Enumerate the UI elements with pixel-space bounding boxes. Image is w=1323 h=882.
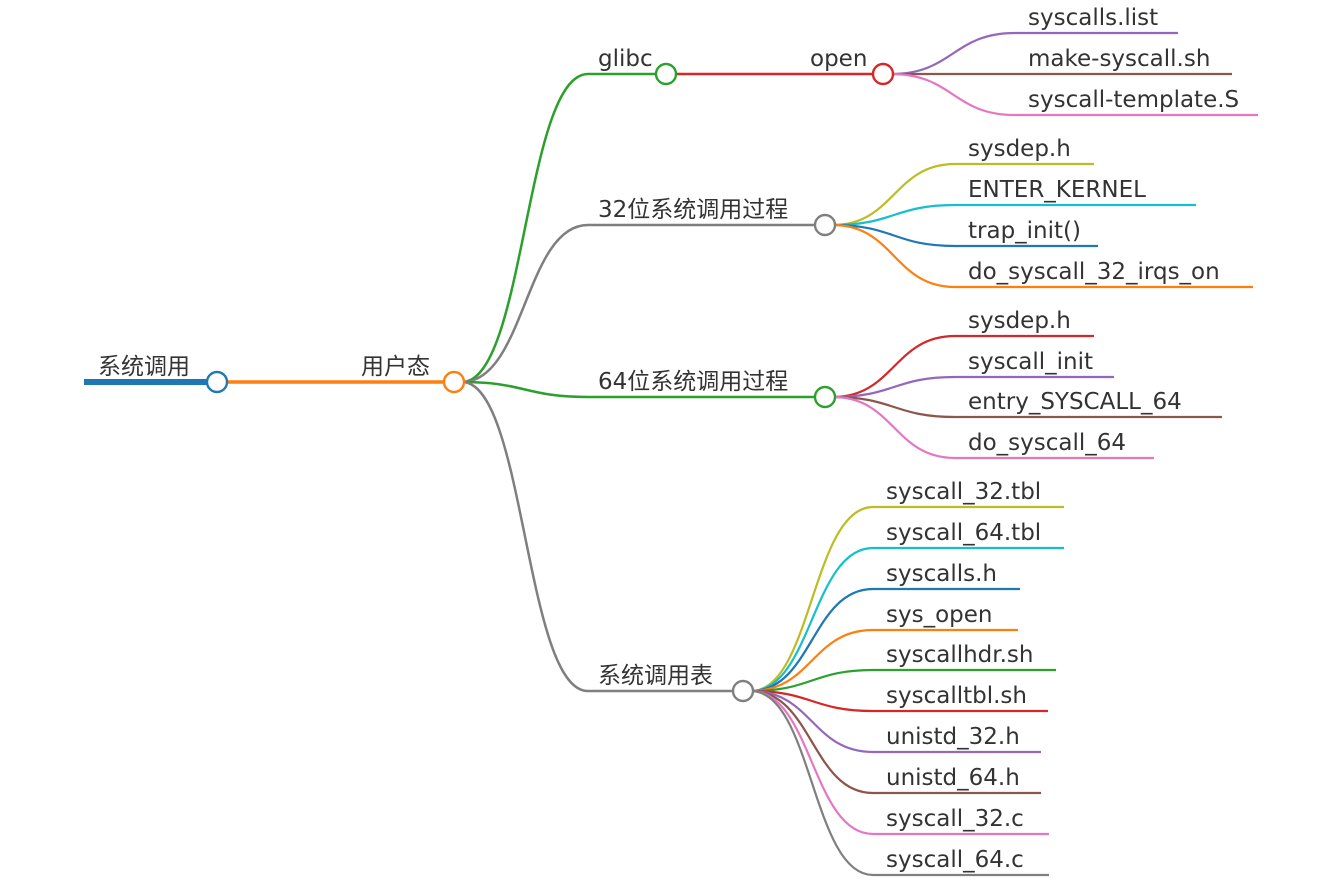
leaf-label-do-syscall-64: do_syscall_64 [968, 430, 1126, 456]
link-leaf-enter-kernel [832, 203, 956, 227]
leaf-label-make-syscall-sh: make-syscall.sh [1028, 46, 1210, 72]
link-leaf-entry-syscall-64 [832, 395, 956, 419]
link-leaf-unistd-32-h [750, 689, 874, 754]
leaf-label-syscall-init: syscall_init [968, 349, 1093, 375]
leaf-label-syscall-template-s: syscall-template.S [1028, 87, 1239, 113]
link-leaf-sysdep-h [832, 162, 956, 227]
node-label: 用户态 [361, 354, 430, 380]
node-label: glibc [598, 46, 653, 72]
leaf-label-syscall-32-c: syscall_32.c [886, 806, 1024, 832]
link-root-0-3 [461, 380, 589, 693]
leaf-label-trap-init: trap_init() [968, 218, 1081, 244]
mindmap-nodes: 系统调用 用户态 glibc open syscalls.list make-syscal… [98, 5, 1239, 873]
leaf-label-do-syscall-32-irqs-on: do_syscall_32_irqs_on [968, 259, 1220, 285]
link-leaf-syscalls-list [890, 31, 1016, 76]
leaf-label-sysdep-h: sysdep.h [968, 136, 1071, 162]
leaf-label-enter-kernel: ENTER_KERNEL [968, 177, 1146, 203]
leaf-label-syscalltbl-sh: syscalltbl.sh [886, 683, 1027, 709]
link-leaf-do-syscall-64 [832, 395, 956, 460]
link-leaf-do-syscall-32-irqs-on [832, 223, 956, 289]
leaf-label-unistd-64-h: unistd_64.h [886, 765, 1020, 791]
node-label: 系统调用表 [598, 663, 713, 689]
node-label: 系统调用 [98, 354, 190, 380]
node-toggle-circle[interactable] [813, 213, 837, 237]
link-root-0-1 [461, 223, 589, 384]
node-toggle-circle[interactable] [654, 62, 678, 86]
leaf-label-entry-syscall-64: entry_SYSCALL_64 [968, 389, 1182, 415]
link-leaf-syscall-64-tbl [750, 546, 874, 693]
link-leaf-sysdep-h [832, 334, 956, 399]
node-label: 32位系统调用过程 [598, 197, 788, 223]
link-leaf-syscall-32-c [750, 689, 874, 836]
leaf-label-syscall-64-c: syscall_64.c [886, 847, 1024, 873]
node-toggle-circle[interactable] [813, 385, 837, 409]
link-leaf-syscall-init [832, 375, 956, 399]
link-root-0-2 [461, 380, 589, 399]
node-label: open [810, 46, 867, 72]
link-leaf-unistd-64-h [750, 689, 874, 795]
link-root-0-0 [461, 72, 589, 384]
link-leaf-syscall-64-c [750, 689, 874, 877]
link-leaf-syscalltbl-sh [750, 689, 874, 713]
node-label: 64位系统调用过程 [598, 369, 788, 395]
leaf-label-syscalls-list: syscalls.list [1028, 5, 1158, 31]
leaf-label-syscall-32-tbl: syscall_32.tbl [886, 479, 1041, 505]
link-leaf-syscall-32-tbl [750, 505, 874, 693]
leaf-label-syscallhdr-sh: syscallhdr.sh [886, 642, 1034, 668]
leaf-label-unistd-32-h: unistd_32.h [886, 724, 1020, 750]
link-leaf-trap-init [832, 223, 956, 248]
mindmap-links [84, 31, 1258, 877]
link-leaf-syscalls-h [750, 587, 874, 693]
link-leaf-sys-open [750, 628, 874, 693]
leaf-label-syscalls-h: syscalls.h [886, 561, 997, 587]
leaf-label-sys-open: sys_open [886, 602, 992, 628]
node-toggle-circle[interactable] [205, 370, 229, 394]
node-toggle-circle[interactable] [442, 370, 466, 394]
node-toggle-circle[interactable] [871, 62, 895, 86]
leaf-label-syscall-64-tbl: syscall_64.tbl [886, 520, 1041, 546]
node-toggle-circle[interactable] [731, 679, 755, 703]
link-leaf-syscall-template-s [890, 72, 1016, 117]
link-leaf-syscallhdr-sh [750, 668, 874, 693]
leaf-label-sysdep-h: sysdep.h [968, 308, 1071, 334]
